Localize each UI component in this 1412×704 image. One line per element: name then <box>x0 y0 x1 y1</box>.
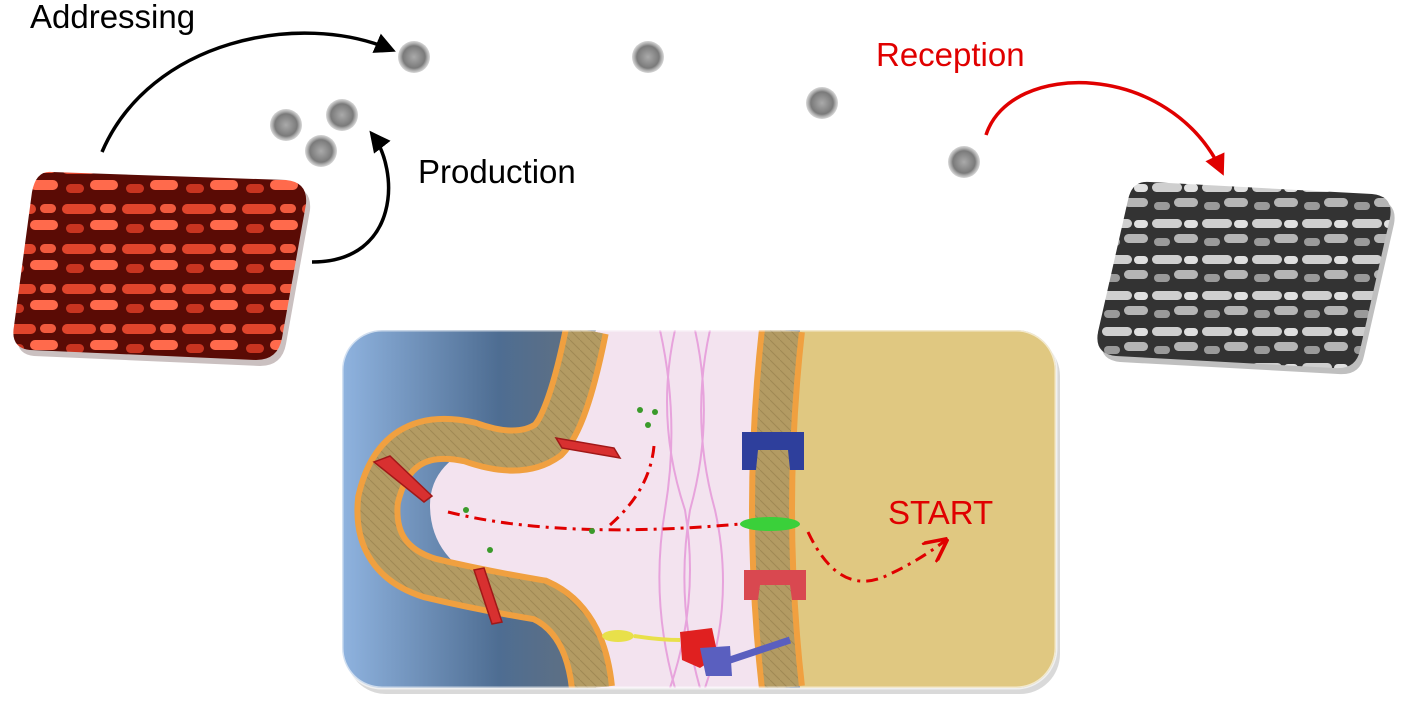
receiver-bacteria-icon <box>1097 181 1395 375</box>
signal-molecule-icon <box>948 146 980 178</box>
peptidoglycan-strands <box>658 330 724 688</box>
signal-molecule-icon <box>305 135 337 167</box>
signal-molecule-icon <box>398 41 430 73</box>
addressing-label: Addressing <box>30 0 195 35</box>
receptor-icon <box>602 628 792 676</box>
addressing-arrow <box>100 31 396 153</box>
signal-flow-path <box>447 445 946 583</box>
periplasm-region <box>430 330 765 688</box>
start-label: START <box>888 494 993 531</box>
production-arrow <box>311 130 391 264</box>
signal-molecule-icon <box>806 87 838 119</box>
signal-dots <box>463 407 658 553</box>
signal-molecule-icon <box>326 99 358 131</box>
signal-molecule-icon <box>632 41 664 73</box>
producer-bacteria-icon <box>13 171 311 366</box>
transporter-protein-icon <box>372 436 622 625</box>
signal-molecule-icon <box>270 109 302 141</box>
production-label: Production <box>418 153 576 190</box>
reception-arrow <box>984 80 1225 176</box>
channel-protein-icon <box>740 432 806 600</box>
cell-membrane-panel <box>340 328 1060 694</box>
reception-label: Reception <box>876 36 1025 73</box>
cytoplasm-region <box>790 330 1056 688</box>
signal-molecules <box>270 41 980 178</box>
